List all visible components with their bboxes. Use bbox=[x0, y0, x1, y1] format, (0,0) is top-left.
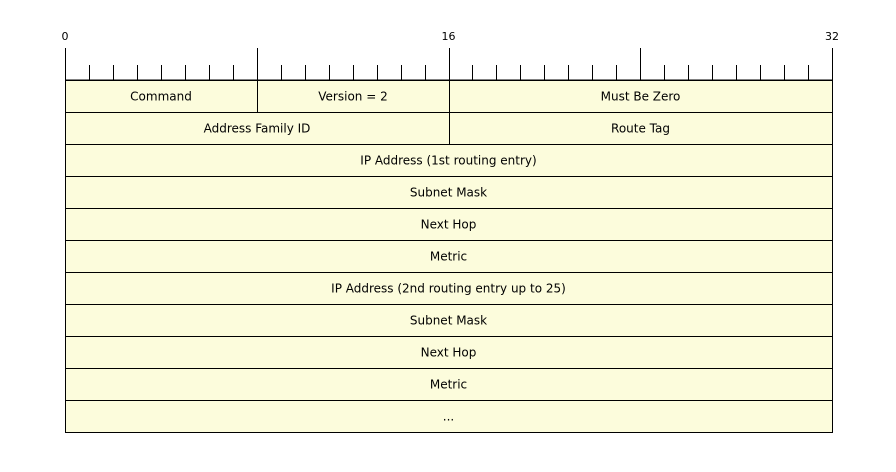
field-label: Version = 2 bbox=[318, 90, 387, 104]
field-label: Next Hop bbox=[421, 218, 477, 232]
field-label: Subnet Mask bbox=[410, 314, 487, 328]
ruler-label: 16 bbox=[442, 30, 456, 43]
packet-field: Subnet Mask bbox=[65, 304, 833, 337]
packet-field: Must Be Zero bbox=[449, 80, 833, 113]
packet-field: Next Hop bbox=[65, 336, 833, 369]
field-label: Command bbox=[130, 90, 192, 104]
field-box bbox=[449, 112, 833, 145]
field-label: ... bbox=[443, 410, 454, 424]
field-box bbox=[65, 208, 833, 241]
field-box bbox=[257, 80, 450, 113]
field-label: IP Address (2nd routing entry up to 25) bbox=[331, 282, 566, 296]
packet-field: Metric bbox=[65, 240, 833, 273]
field-box bbox=[65, 336, 833, 369]
field-box bbox=[65, 144, 833, 177]
field-label: Metric bbox=[430, 250, 467, 264]
field-label: IP Address (1st routing entry) bbox=[360, 154, 536, 168]
packet-field: Address Family ID bbox=[65, 112, 450, 145]
ruler-label: 0 bbox=[62, 30, 69, 43]
field-box bbox=[65, 240, 833, 273]
packet-field: IP Address (1st routing entry) bbox=[65, 144, 833, 177]
field-box bbox=[65, 80, 258, 113]
field-label: Must Be Zero bbox=[601, 90, 681, 104]
packet-field: IP Address (2nd routing entry up to 25) bbox=[65, 272, 833, 305]
packet-field: Version = 2 bbox=[257, 80, 450, 113]
field-label: Metric bbox=[430, 378, 467, 392]
packet-field: Metric bbox=[65, 368, 833, 401]
field-box bbox=[65, 400, 833, 433]
packet-field: Command bbox=[65, 80, 258, 113]
field-label: Subnet Mask bbox=[410, 186, 487, 200]
ruler-label: 32 bbox=[825, 30, 839, 43]
field-box bbox=[65, 368, 833, 401]
field-label: Route Tag bbox=[611, 122, 670, 136]
field-box bbox=[65, 304, 833, 337]
packet-field: Next Hop bbox=[65, 208, 833, 241]
field-box bbox=[65, 272, 833, 305]
field-label: Next Hop bbox=[421, 346, 477, 360]
field-label: Address Family ID bbox=[204, 122, 311, 136]
packet-field: Route Tag bbox=[449, 112, 833, 145]
packet-field: ... bbox=[65, 400, 833, 433]
bit-ruler: 0 16 32 bbox=[62, 30, 839, 81]
packet-field: Subnet Mask bbox=[65, 176, 833, 209]
